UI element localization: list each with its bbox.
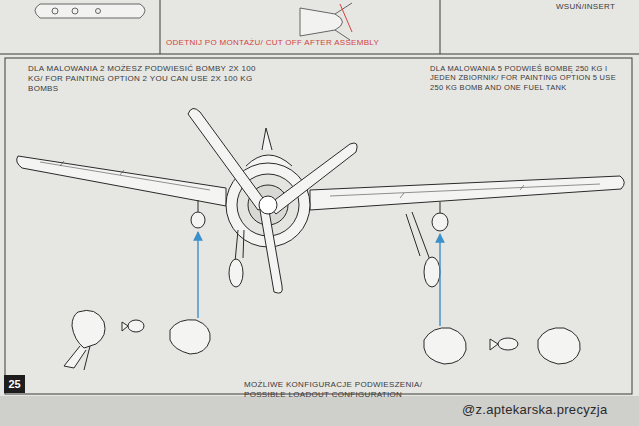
option-note: DLA MALOWANIA 5 PODWIEŚ BOMBĘ 250 KG I J… [430, 64, 630, 92]
photo-ground [0, 396, 639, 426]
instruction-note: WSUŃ/INSERT [556, 2, 634, 12]
pointer-arrows [198, 232, 440, 326]
loadout-left [64, 310, 210, 370]
loadout-right [424, 328, 580, 364]
bomb-part [300, 3, 352, 40]
panel-frames [0, 0, 639, 394]
warning-note: ODETNIJ PO MONTAŻU/ CUT OFF AFTER ASSEMB… [166, 38, 416, 48]
step-number-text: 25 [4, 378, 25, 390]
step-number: 25 [4, 375, 25, 393]
cut-line [340, 4, 352, 32]
aircraft [17, 108, 625, 293]
watermark: @z.aptekarska.precyzja [462, 402, 634, 418]
loadout-caption: MOŻLIWE KONFIGURACJE PODWIESZENIA/ POSSI… [244, 380, 456, 400]
option-note: DLA MALOWANIA 2 MOŻESZ PODWIESIĆ BOMBY 2… [28, 64, 260, 94]
part-drawing [35, 4, 145, 18]
